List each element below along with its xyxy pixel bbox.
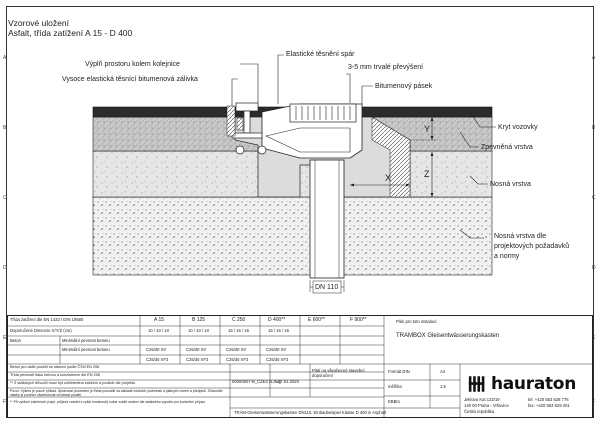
tb-address-3: Česká republika [464,409,495,414]
frame-letter-b-right: B [592,125,596,131]
tb-phone-1: tel: +420 553 628 776 [528,397,569,402]
drawing-title: Vzorové uložení [8,18,69,28]
tb-format-value: A4 [440,369,446,374]
company-name: hauraton [490,374,576,394]
label-overhang: 3-5 mm trvalé převýšení [348,64,424,71]
label-bitumen-tape: Bitumenový pásek [375,83,433,90]
tb-address-2: 140 00 Praha - Vršovice [464,403,509,408]
tb-grade2-a15: C25/30 XF3 [146,357,169,362]
frame-letter-d: D [3,265,7,271]
label-bearing-project-3: a normy [494,253,520,260]
tb-note-2: Třída pevnosti tlaku betonu a konzistenc… [10,373,100,377]
frame-letter-f-right: F [592,399,596,405]
dn-label: DN 110 [315,284,339,291]
tb-drawer: EBBm [388,399,400,404]
tb-caption: TRAM-Gleisentwässerungskasten DN110, Ein… [234,410,387,415]
tb-date: 17.01.2020 [278,379,299,384]
label-elastic-joint: Elastické těsnění spár [286,51,355,58]
tb-class-e600: E 600** [308,317,325,323]
tb-concrete-row1: Minimální pevnost betonu [62,338,110,343]
hauraton-mark-icon [468,376,485,392]
tb-class-d400: D 400** [268,317,286,323]
bitumen-strip [226,105,236,137]
label-surface-cover: Kryt vozovky [498,124,538,131]
tb-note-3: ** Z statických důvodů musí být zohledně… [10,381,136,385]
tb-class-a15: A 15 [154,317,165,323]
label-bearing-project-2: projektových požadavků [494,243,570,250]
tb-class-c250: C 250 [232,317,246,323]
frame-letter-d-right: D [592,265,596,271]
tb-grade1-d400: C25/30 X0 [266,347,286,352]
dim-y-label: Y [424,124,431,134]
label-bearing-project-1: Nosná vrstva dle [494,233,547,240]
tb-standard-label: Třída zatížení dle EN 1433 / DIN 19580 [10,317,84,322]
frame-letter-b: B [3,125,7,131]
bearing-layer-bottom [92,196,493,276]
grating [289,103,357,123]
frame-letter-c: C [3,195,7,201]
dim-x-label: X [385,173,392,183]
tb-grade1-c250: C25/30 X0 [226,347,246,352]
tb-dims-label: Doporučené Dimenze X/Y/Z (cm) [10,328,72,333]
drawing-subtitle: Asfalt, třída zatížení A 15 - D 400 [8,28,133,38]
label-reinforced-layer: Zpevněná vrstva [481,144,533,151]
tb-dims-a15: 10 / 10 / 10 [148,328,169,333]
frame-letter-c-right: C [592,195,596,201]
label-fill-rail: Výplň prostoru kolem kolejnice [85,61,180,68]
tb-dims-d400: 15 / 15 / 15 [268,328,289,333]
tb-scale-value: 1:5 [440,384,446,389]
tb-product: TRAMBOX Gleisentwässerungskasten [396,333,500,339]
tb-class-b125: B 125 [192,317,206,323]
frame-letter-e-right: E [592,335,596,341]
frame-letter-a: A [3,55,7,61]
tb-plan-for: Plán pro toto instalaci: [396,319,438,324]
tb-grade1-a15: C25/30 X0 [146,347,166,352]
drain-pipe [309,159,345,279]
tb-concrete-row2: Minimální pevnost betonu [62,347,110,352]
tb-notice: Platí na všeobecné stavební doporučení [312,368,365,379]
frame-letter-a-right: A [592,55,596,61]
tb-note-4: Pozor: Výkres je pouze příklad. Správnos… [10,389,223,397]
tb-note-1: Beton pro další použití se stanoví podle… [10,365,100,369]
tb-grade2-b125: C25/30 XF3 [186,357,209,362]
tb-dims-b125: 10 / 10 / 10 [188,328,209,333]
tb-scale-label: měřítko [388,384,402,389]
hauraton-logo: hauraton [468,373,576,395]
frame-letter-f: F [3,399,7,405]
tb-dims-c250: 15 / 15 / 15 [228,328,249,333]
tb-note-5: ** Při vyšších zatíženích (např. průjezd… [10,400,206,404]
tb-format-label: Formát DIN [388,369,410,374]
tb-phone-2: fax: +420 553 628 401 [528,403,570,408]
tb-grade2-c250: C25/30 XF3 [226,357,249,362]
tb-class-f900: F 900** [350,317,367,323]
tb-drawing-number: 00000507-B_CZE4 N.dwg [232,379,281,384]
tb-concrete-label: Beton [10,338,21,343]
label-bearing-layer: Nosná vrstva [490,181,531,188]
dim-z-label: Z [424,169,430,179]
tb-grade2-d400: C25/30 XF3 [266,357,289,362]
tb-grade1-b125: C25/30 X0 [186,347,206,352]
frame-letter-e: E [3,335,7,341]
tb-address-1: Jeklova Kat 132/19 [464,397,500,402]
label-bitumen-strip: Vysoce elastická těsnící bitumenová záli… [62,76,198,83]
